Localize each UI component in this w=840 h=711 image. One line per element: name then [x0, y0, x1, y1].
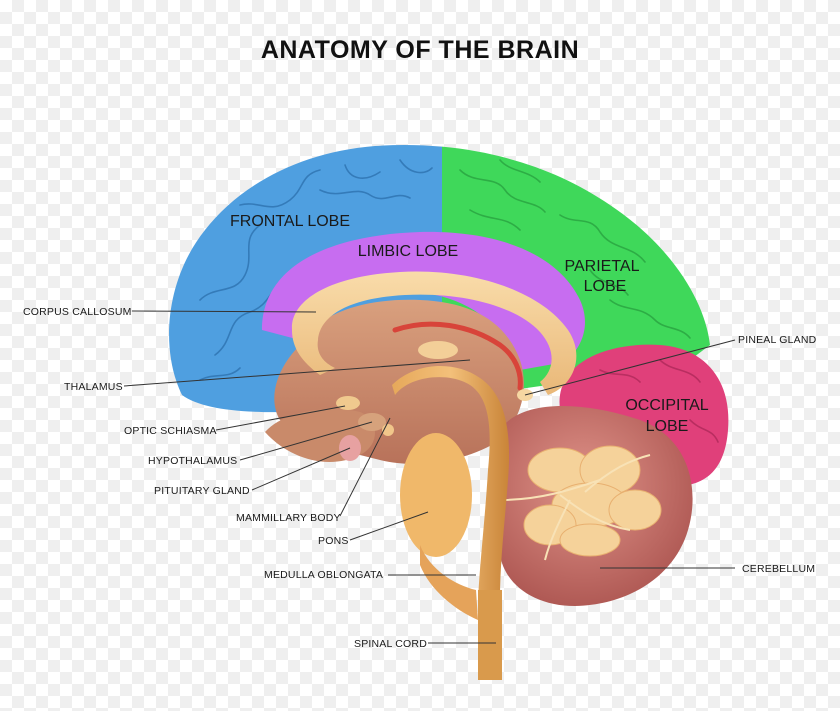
- lobe-label-occipital-line1: OCCIPITAL: [625, 397, 708, 414]
- optic-schiasma-shape: [336, 396, 360, 410]
- lobe-label-occipital-line2: LOBE: [646, 418, 689, 435]
- label-cerebellum: CEREBELLUM: [742, 563, 815, 575]
- parietal-gyri: [459, 159, 691, 339]
- leader-lines: [123, 310, 736, 644]
- thalamus-shape: [418, 341, 458, 359]
- diagram-title: ANATOMY OF THE BRAIN: [260, 36, 580, 64]
- leader-mammillary-body: [339, 417, 391, 517]
- lobe-label-parietal-line2: LOBE: [584, 278, 627, 295]
- leader-pons: [349, 511, 429, 541]
- leader-pituitary-gland: [251, 447, 351, 491]
- label-optic-schiasma: OPTIC SCHIASMA: [124, 425, 217, 437]
- label-corpus-callosum: CORPUS CALLOSUM: [23, 306, 132, 318]
- label-thalamus: THALAMUS: [64, 381, 123, 393]
- medulla-shape: [420, 545, 478, 620]
- leader-thalamus: [123, 359, 471, 387]
- arbor-vitae-branches: [499, 454, 651, 561]
- label-hypothalamus: HYPOTHALAMUS: [148, 455, 237, 467]
- label-pons: PONS: [318, 535, 349, 547]
- leader-corpus-callosum: [131, 310, 317, 313]
- arbor-vitae: [523, 445, 662, 557]
- leader-hypothalamus: [239, 421, 373, 461]
- label-medulla-oblongata: MEDULLA OBLONGATA: [264, 569, 383, 581]
- corpus-callosum-shape: [291, 271, 577, 395]
- spinal-cord-shape: [478, 590, 502, 680]
- pons-shape: [400, 433, 472, 557]
- lobe-label-limbic: LIMBIC LOBE: [358, 243, 458, 260]
- label-pineal-gland: PINEAL GLAND: [738, 334, 817, 346]
- lobe-label-parietal-line1: PARIETAL: [565, 258, 640, 275]
- leader-optic-schiasma: [215, 405, 346, 431]
- leader-pineal-gland: [524, 339, 736, 396]
- fornix-arc: [392, 321, 523, 391]
- label-spinal-cord: SPINAL CORD: [354, 638, 427, 650]
- label-pituitary-gland: PITUITARY GLAND: [154, 485, 250, 497]
- lobe-label-frontal: FRONTAL LOBE: [230, 213, 350, 230]
- label-mammillary-body: MAMMILLARY BODY: [236, 512, 341, 524]
